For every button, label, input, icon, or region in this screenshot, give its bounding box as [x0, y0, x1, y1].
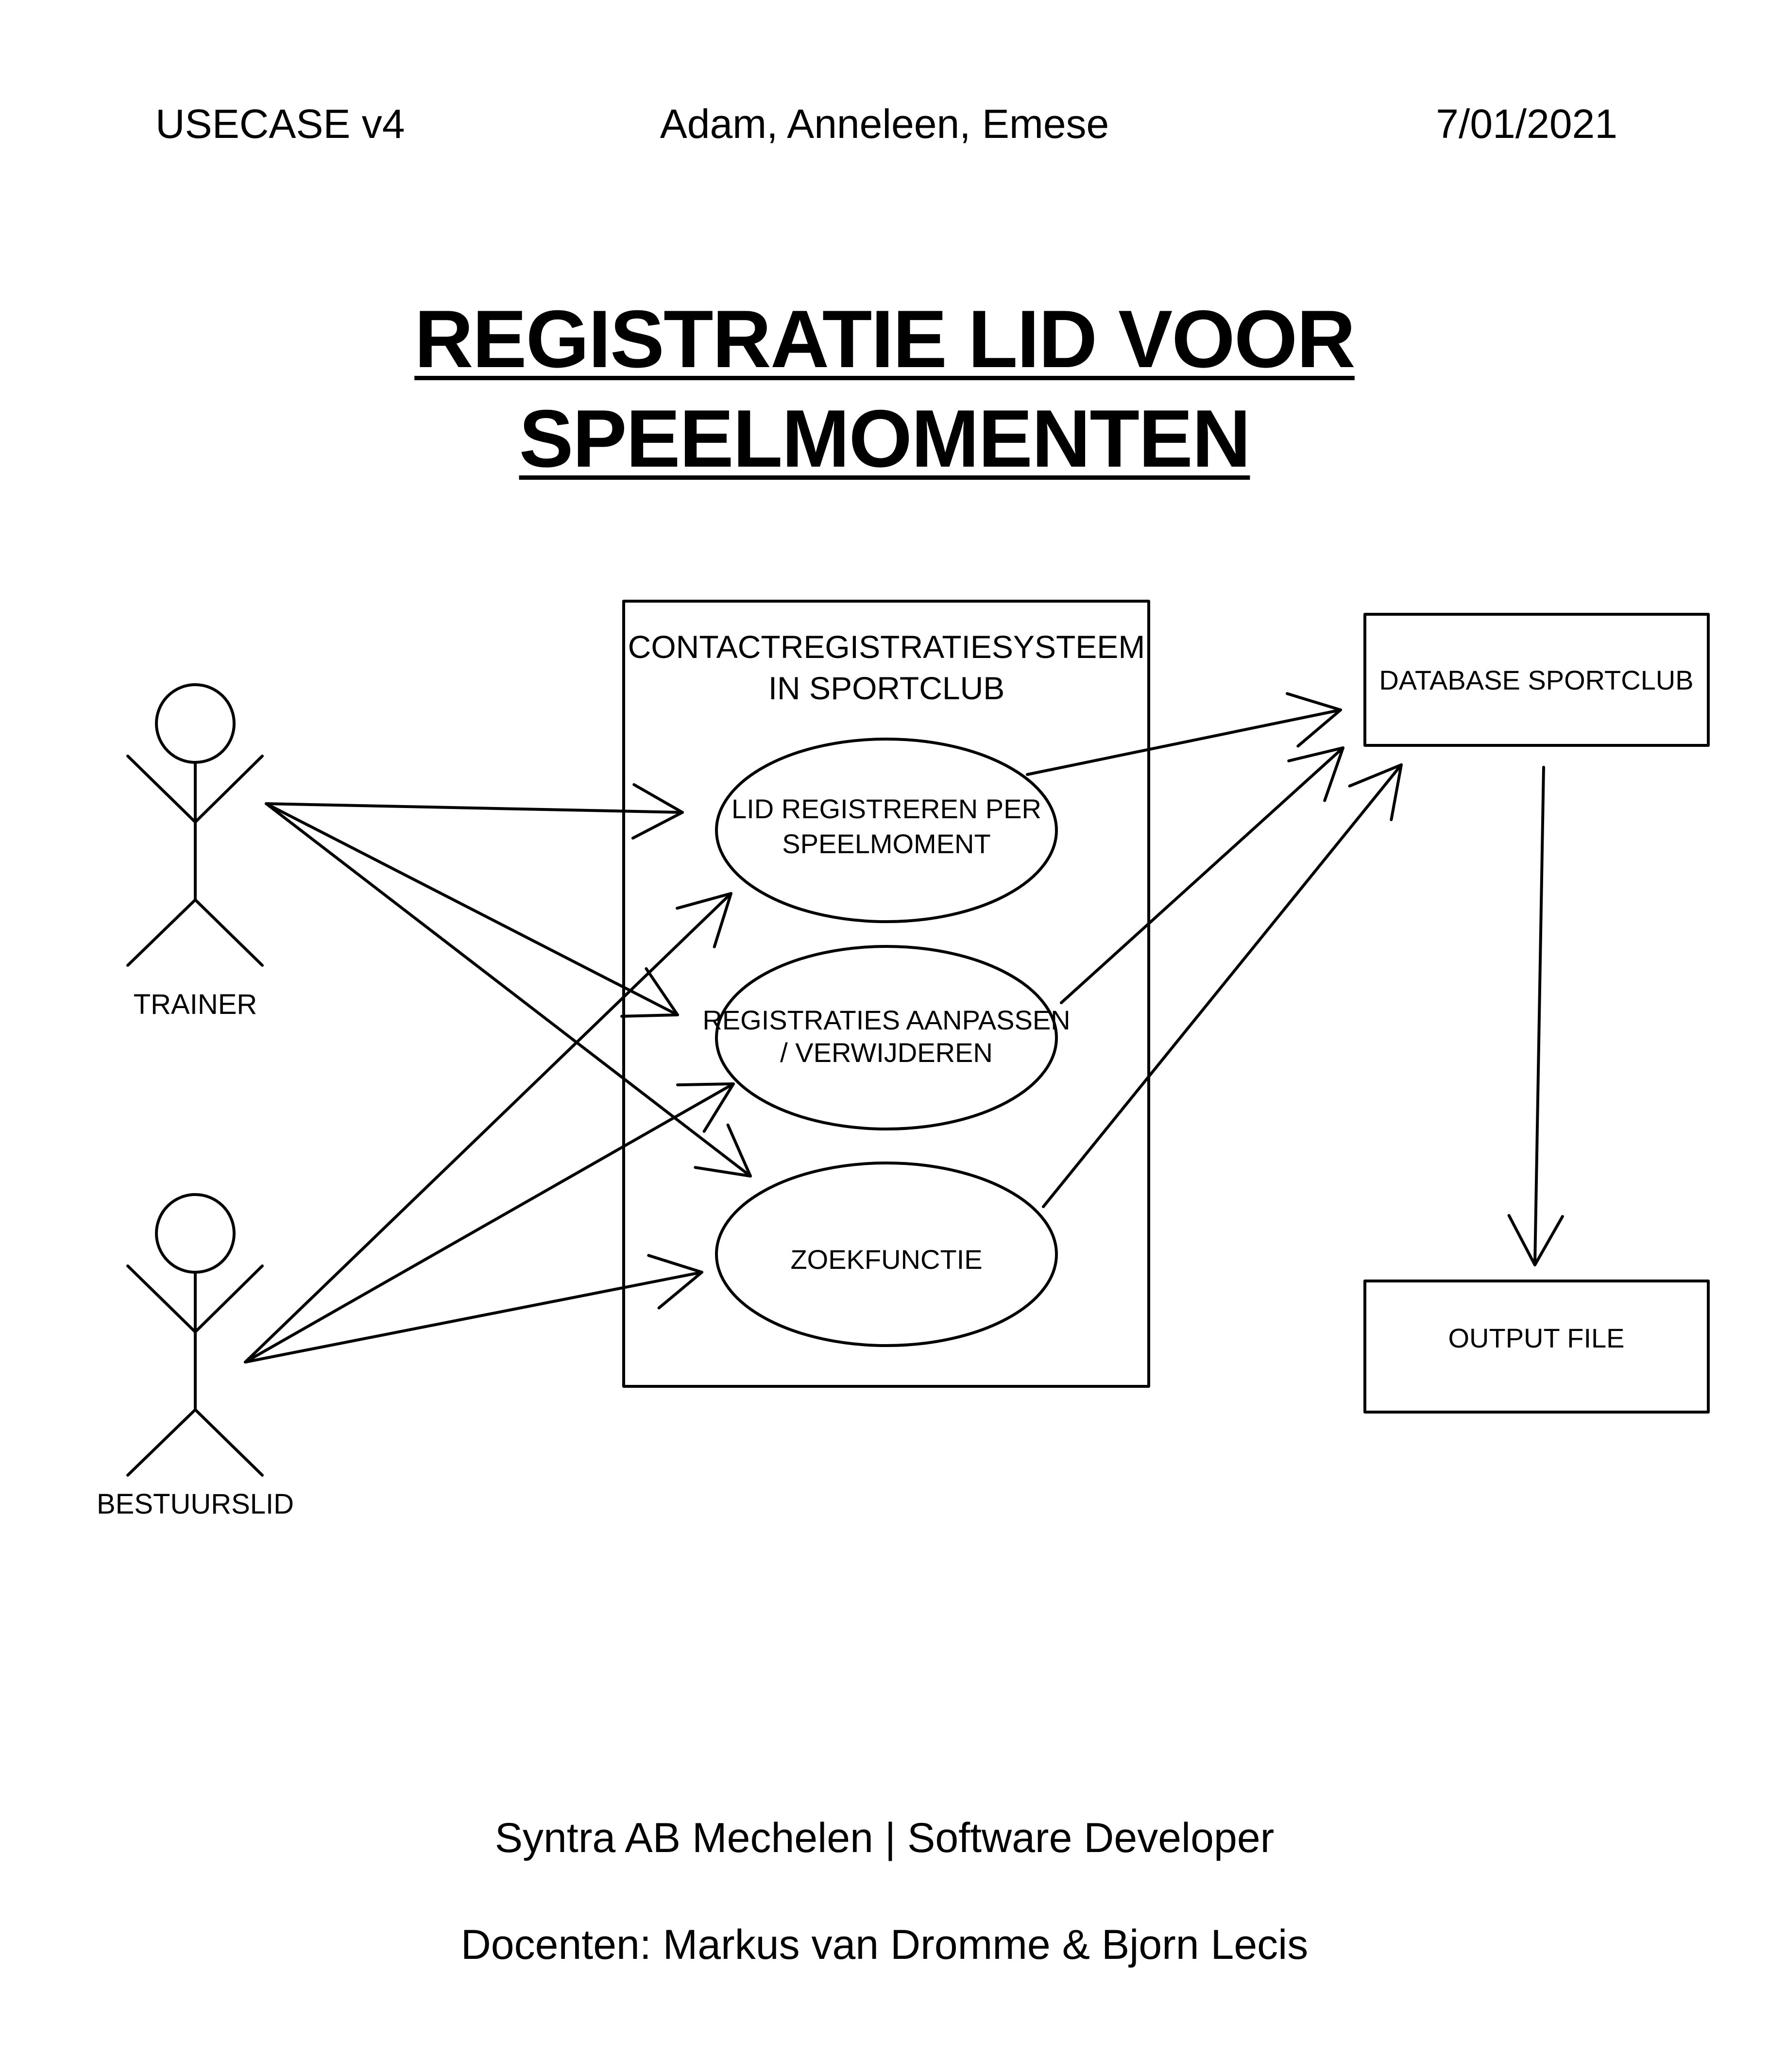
usecase-registraties-aanpassen-label-2: / VERWIJDEREN	[780, 1037, 993, 1068]
bestuurslid-actor	[126, 1193, 264, 1477]
header-authors: Adam, Anneleen, Emese	[660, 101, 1109, 147]
arrow-bestuurslid-to-aanpassen	[244, 1082, 735, 1364]
arrow-bestuurslid-to-registreren	[244, 892, 732, 1364]
system-label-line-2: IN SPORTCLUB	[768, 670, 1005, 706]
arrow-bestuurslid-to-zoekfunctie	[244, 1254, 703, 1364]
system-boundary	[622, 600, 1150, 1388]
arrow-trainer-to-zoekfunctie	[265, 802, 752, 1178]
arrow-registreren-to-database	[1026, 692, 1342, 776]
trainer-actor	[126, 683, 264, 967]
trainer-label: TRAINER	[134, 989, 257, 1020]
arrow-aanpassen-to-database	[1060, 746, 1344, 1004]
arrow-zoekfunctie-to-database	[1042, 763, 1403, 1208]
output-file-label: OUTPUT FILE	[1448, 1323, 1624, 1353]
output-file-box	[1363, 1280, 1710, 1414]
header-document-label: USECASE v4	[155, 101, 405, 147]
arrow-trainer-to-registreren	[265, 783, 684, 840]
usecase-lid-registreren	[715, 738, 1058, 923]
footer-teachers: Docenten: Markus van Dromme & Bjorn Leci…	[460, 1921, 1309, 1968]
usecase-zoekfunctie-label: ZOEKFUNCTIE	[790, 1244, 982, 1275]
arrow-database-to-output	[1507, 766, 1564, 1266]
usecase-zoekfunctie	[715, 1162, 1058, 1347]
usecase-registraties-aanpassen	[715, 945, 1058, 1130]
system-label-line-1: CONTACTREGISTRATIESYSTEEM	[628, 629, 1145, 665]
association-arrows	[244, 692, 1564, 1364]
page-title-line-1: REGISTRATIE LID VOOR	[414, 293, 1356, 385]
bestuurslid-label: BESTUURSLID	[97, 1488, 294, 1520]
arrow-trainer-to-aanpassen	[265, 802, 679, 1018]
header-date: 7/01/2021	[1436, 101, 1617, 147]
footer-institution: Syntra AB Mechelen | Software Developer	[494, 1815, 1275, 1861]
usecase-lid-registreren-label-1: LID REGISTREREN PER	[731, 793, 1041, 824]
page-title-line-2: SPEELMOMENTEN	[519, 393, 1251, 484]
database-label: DATABASE SPORTCLUB	[1379, 665, 1693, 695]
usecase-lid-registreren-label-2: SPEELMOMENT	[782, 828, 990, 859]
usecase-registraties-aanpassen-label-1: REGISTRATIES AANPASSEN	[702, 1005, 1070, 1035]
database-box	[1363, 613, 1710, 747]
